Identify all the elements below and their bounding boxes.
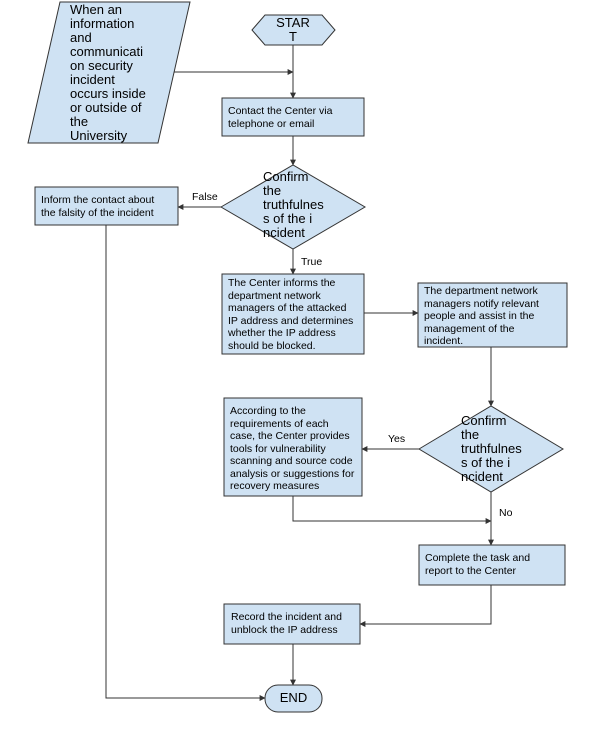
contact-label: Contact the Center via telephone or emai… — [228, 105, 333, 130]
record-label: Record the incident and unblock the IP a… — [231, 611, 342, 636]
edge-label-no: No — [499, 507, 513, 519]
edge-label-true: True — [301, 256, 323, 268]
inform-false-label: Inform the contact about the falsity of … — [41, 194, 155, 219]
confirm2-label: Confirm the truthfulnes s of the i ncide… — [461, 413, 522, 484]
end-label: END — [279, 690, 308, 705]
tools-label: According to the requirements of each ca… — [230, 405, 355, 492]
start-label: STAR T — [276, 15, 310, 44]
record-process-shape — [223, 603, 361, 645]
input-label: When an information and communicati on s… — [70, 2, 146, 143]
input-parallelogram-shape — [27, 1, 191, 144]
confirm1-decision-shape — [220, 164, 366, 250]
center-informs-process-shape — [221, 273, 365, 355]
confirm1-label: Confirm the truthfulnes s of the i ncide… — [263, 169, 324, 240]
edge-label-yes: Yes — [388, 433, 406, 445]
dept-notify-process-shape — [417, 282, 568, 348]
edge-inform-false-to-end — [105, 225, 266, 701]
center-informs-label: The Center informs the department networ… — [228, 277, 354, 352]
edge-tools-to-merge — [292, 496, 492, 524]
edge-label-false: False — [192, 191, 218, 203]
dept-notify-label: The department network managers notify r… — [424, 285, 539, 347]
confirm2-decision-shape — [418, 405, 564, 493]
edge-complete-to-record — [359, 585, 492, 627]
start-terminal-shape — [251, 14, 336, 46]
complete-process-shape — [418, 544, 566, 586]
complete-label: Complete the task and report to the Cent… — [425, 552, 531, 577]
contact-process-shape — [221, 97, 365, 137]
